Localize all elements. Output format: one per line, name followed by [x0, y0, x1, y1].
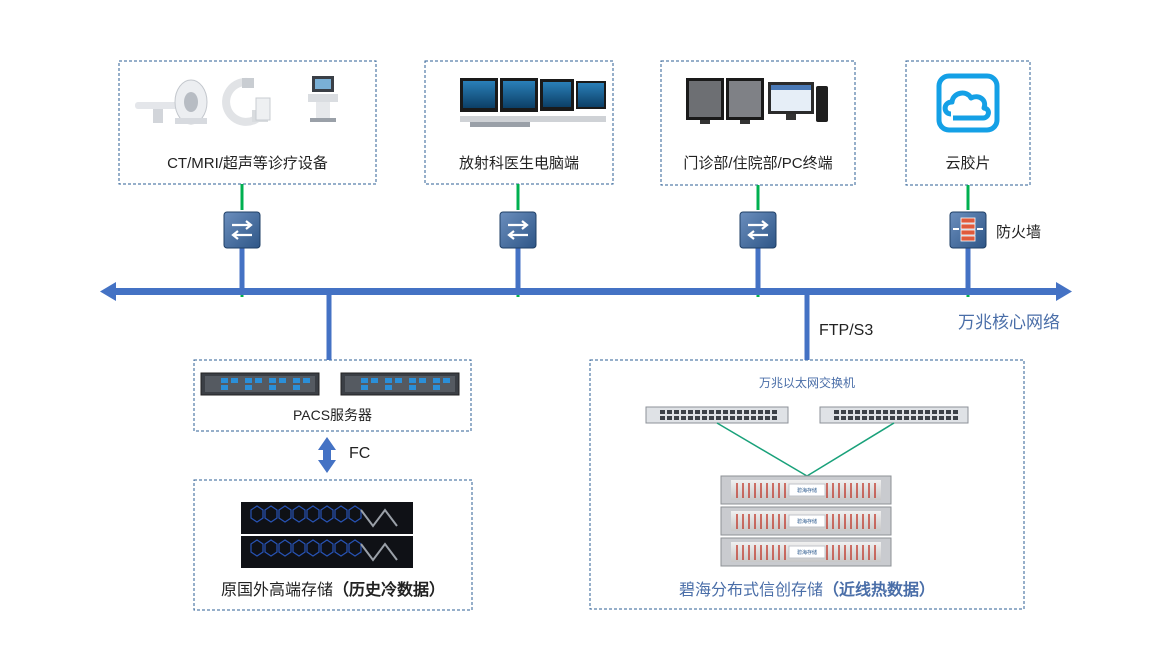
cloud-film-label: 云胶片	[945, 155, 991, 172]
ultrasound-icon	[308, 76, 338, 122]
clinic-terminal-icon	[686, 78, 828, 124]
legacy-storage-name: 原国外高端存储	[220, 582, 333, 599]
firewall-label: 防火墙	[996, 224, 1042, 241]
bus-downlinks	[326, 295, 810, 360]
modality-label: CT/MRI/超声等诊疗设备	[167, 155, 328, 172]
ct-scanner-icon	[135, 79, 208, 125]
radiology-workstation-icon	[460, 78, 606, 127]
switch-icon	[223, 211, 261, 249]
cloud-film-icon	[936, 73, 1000, 133]
core-network-label: 万兆核心网络	[958, 313, 1060, 332]
ethernet-switch-label: 万兆以太网交换机	[758, 376, 855, 390]
core-network-bus	[100, 282, 1072, 301]
fc-label: FC	[349, 445, 371, 462]
radiology-label: 放射科医生电脑端	[458, 155, 579, 172]
green-links	[240, 184, 970, 297]
ftp-s3-label: FTP/S3	[819, 322, 874, 339]
ethernet-switch-icon	[645, 406, 789, 424]
legacy-storage-note: （历史冷数据）	[333, 582, 446, 599]
bihai-storage-node-icon	[720, 506, 892, 536]
bihai-brand-plate: 碧海存储	[796, 488, 817, 494]
clinic-label: 门诊部/住院部/PC终端	[683, 155, 833, 172]
bihai-storage-node-icon	[720, 537, 892, 567]
firewall-icon	[949, 211, 987, 249]
bihai-storage-name: 碧海分布式信创存储	[678, 582, 823, 599]
legacy-storage-label: 原国外高端存储（历史冷数据）	[194, 576, 472, 600]
switch-icon	[499, 211, 537, 249]
bihai-storage-note: （近线热数据）	[823, 582, 936, 599]
bihai-storage-node-icon	[720, 475, 892, 505]
legacy-storage-array-icon	[241, 502, 413, 534]
switch-uplinks	[239, 248, 971, 290]
bihai-storage-label: 碧海分布式信创存储（近线热数据）	[590, 576, 1024, 600]
pacs-server-icon	[340, 372, 460, 396]
pacs-label: PACS服务器	[292, 407, 373, 423]
legacy-storage-array-icon	[241, 536, 413, 568]
fc-arrow	[318, 437, 336, 473]
switch-icon	[739, 211, 777, 249]
pacs-box	[193, 359, 472, 432]
bihai-brand-plate: 碧海存储	[796, 519, 817, 525]
ethernet-switch-icon	[819, 406, 969, 424]
bihai-brand-plate: 碧海存储	[796, 550, 817, 556]
c-arm-icon	[222, 77, 271, 126]
pacs-server-icon	[200, 372, 320, 396]
legacy-storage-box	[193, 479, 473, 611]
storage-green-links	[716, 422, 895, 477]
